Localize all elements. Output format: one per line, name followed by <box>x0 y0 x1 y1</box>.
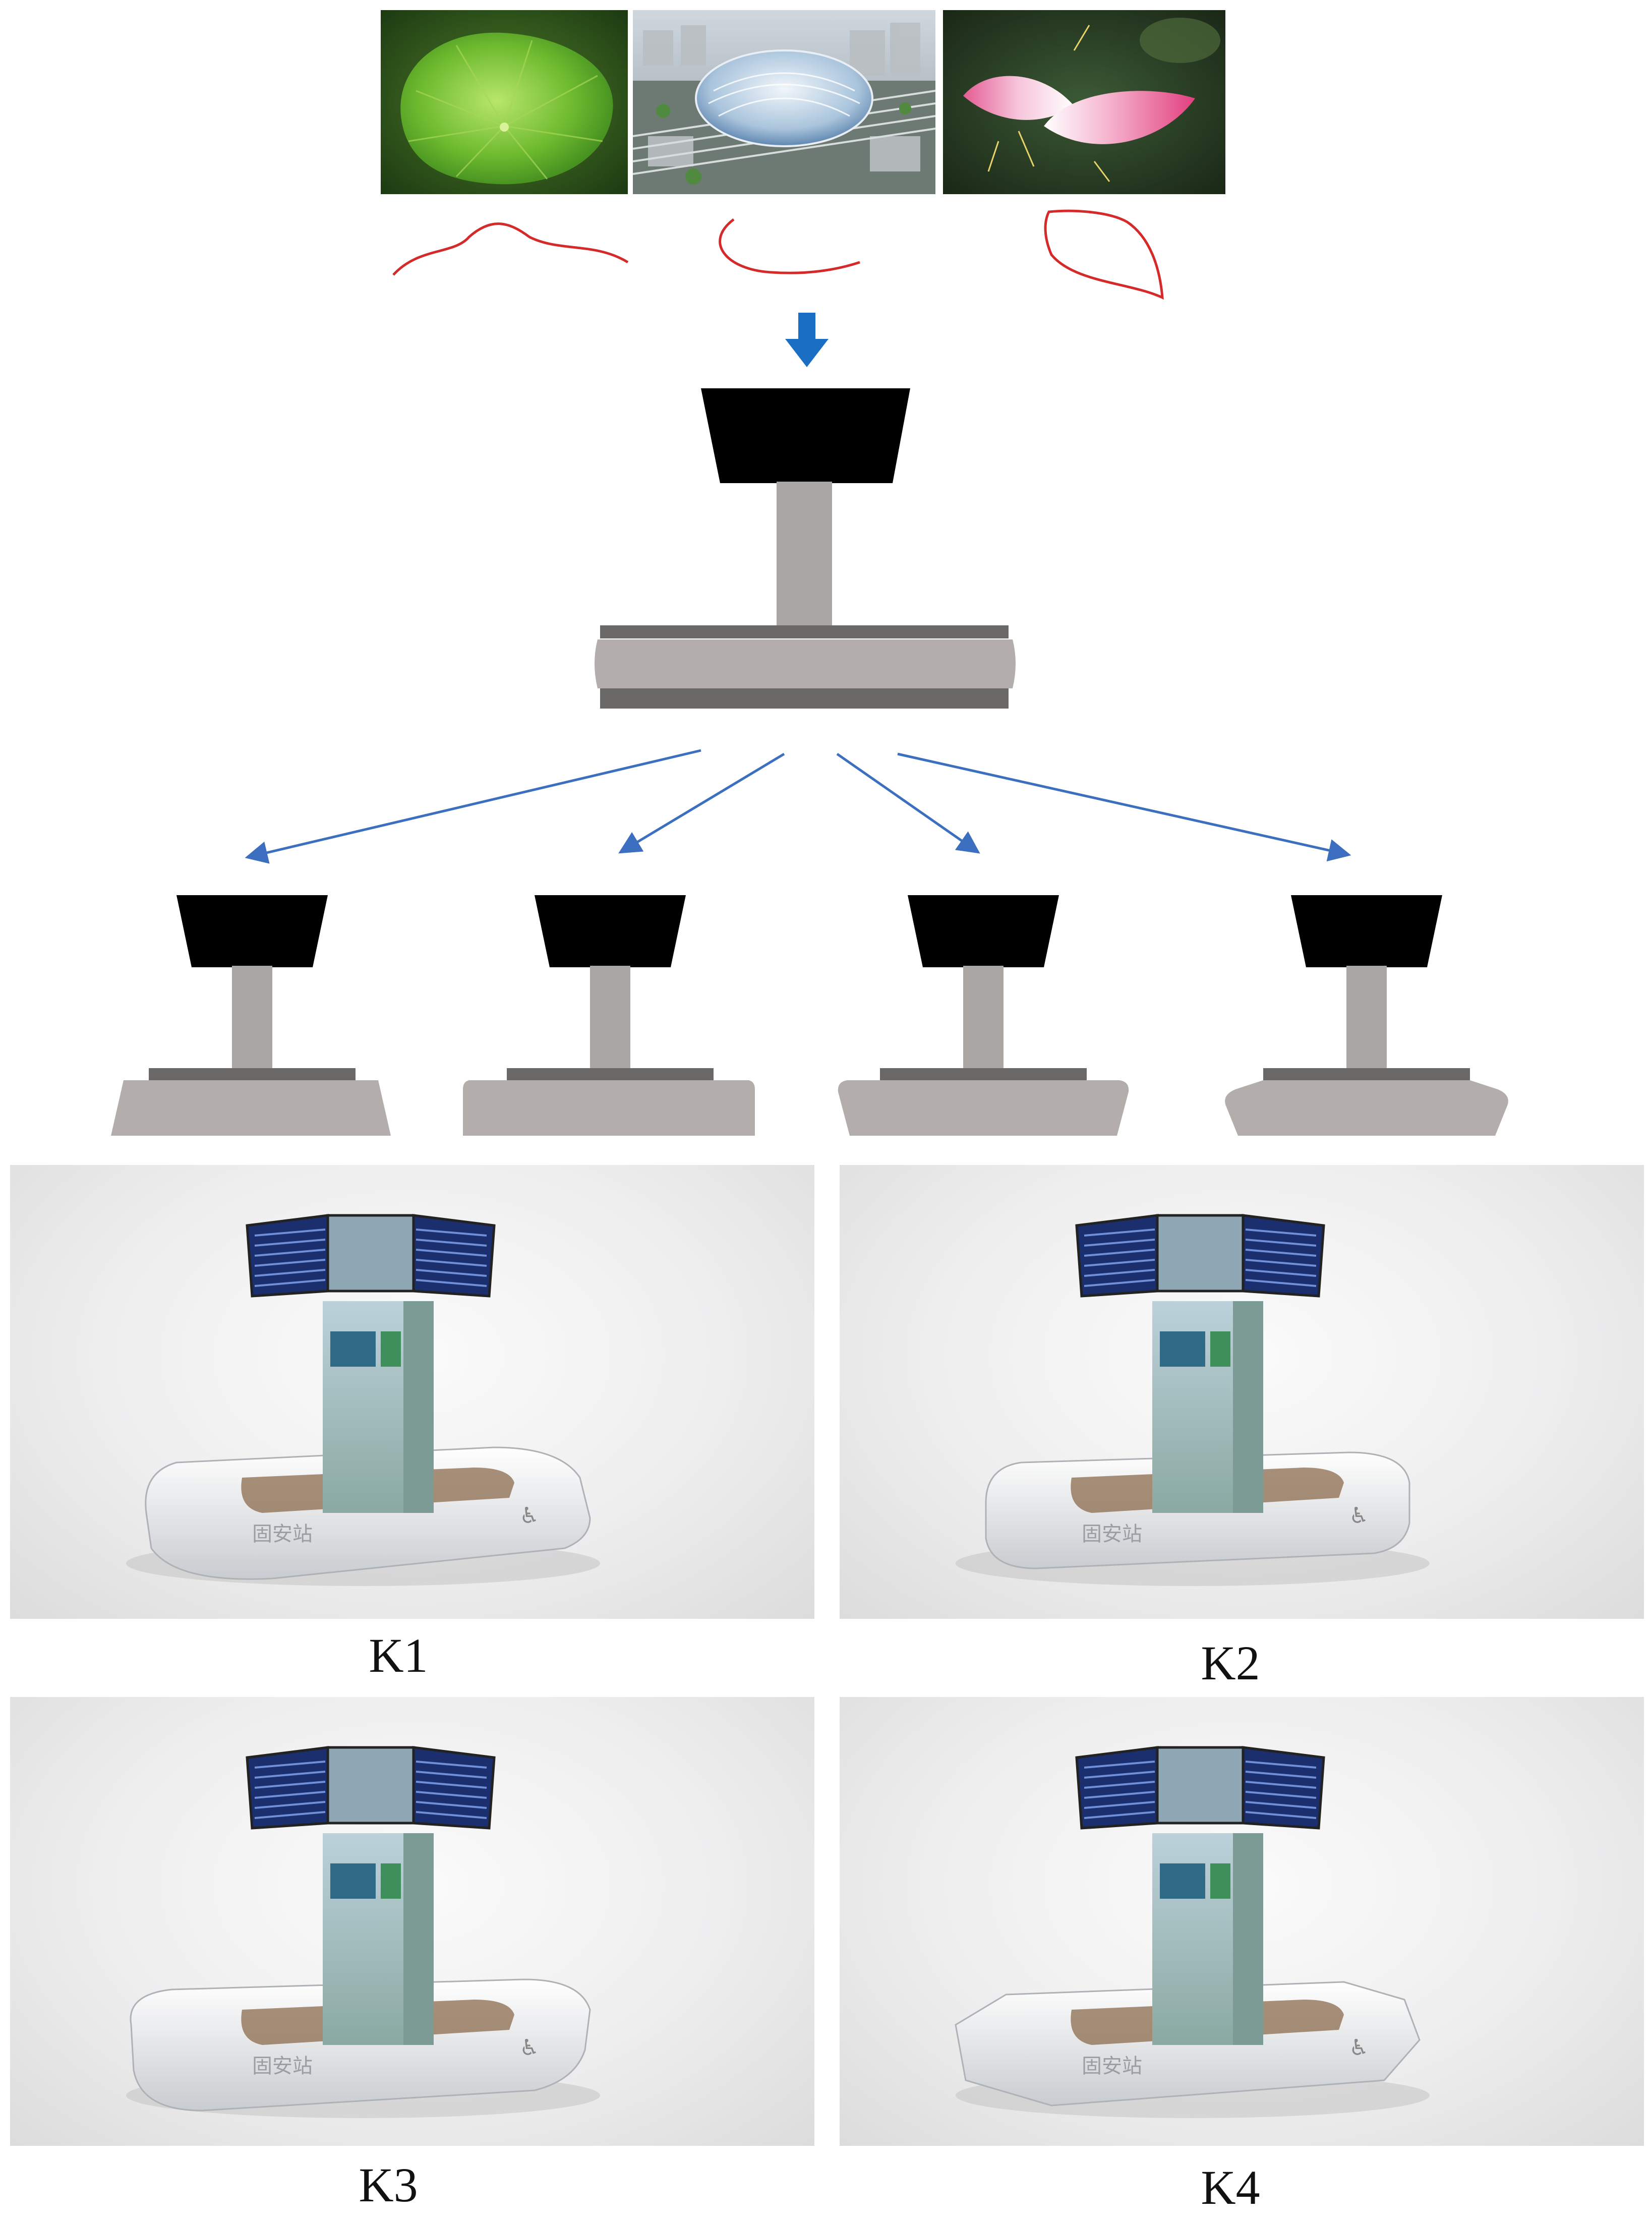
svg-text:固安站: 固安站 <box>1082 2055 1142 2078</box>
sketch-curves <box>392 209 1164 300</box>
kiosk-render-k1: ♿ 固安站 <box>126 1214 600 1586</box>
svg-text:♿: ♿ <box>1349 2035 1369 2061</box>
arrow-to-k4 <box>897 752 1351 862</box>
lotus-leaf-photo <box>381 10 628 194</box>
caption-k1: K1 <box>369 1628 428 1682</box>
kiosk-render-k4: ♿ 固安站 <box>955 1746 1430 2118</box>
petal-outline-sketch <box>1044 209 1164 300</box>
caption-k2: K2 <box>1201 1636 1260 1690</box>
lotus-petal-photo <box>943 10 1225 194</box>
leaf-outline-sketch <box>392 222 629 276</box>
down-arrow-icon <box>785 313 829 367</box>
base-kiosk-model <box>595 388 1016 709</box>
svg-text:固安站: 固安站 <box>252 2055 313 2078</box>
arrow-to-k1 <box>245 749 701 864</box>
station-aerial-photo <box>633 10 935 194</box>
render-panel-k3: ♿ 固安站 <box>10 1697 814 2146</box>
base-column <box>777 482 832 628</box>
kiosk-render-k2: ♿ 固安站 <box>956 1214 1430 1586</box>
caption-k3: K3 <box>359 2158 418 2212</box>
svg-text:固安站: 固安站 <box>1082 1523 1142 1546</box>
caption-k4: K4 <box>1201 2160 1260 2214</box>
variant-schematic-k4 <box>1225 895 1508 1136</box>
variant-schematic-k3 <box>838 895 1129 1136</box>
base-screen <box>701 388 910 483</box>
branch-arrows <box>245 749 1351 864</box>
variant-schematics <box>111 895 1508 1136</box>
render-panel-k1: ♿ 固安站 <box>10 1165 814 1619</box>
svg-text:♿: ♿ <box>1349 1503 1369 1529</box>
dome-outline-sketch <box>719 218 860 274</box>
svg-text:♿: ♿ <box>519 2035 539 2061</box>
kiosk-render-k3: ♿ 固安站 <box>126 1746 600 2118</box>
svg-text:♿: ♿ <box>519 1503 539 1529</box>
arrow-to-k3 <box>836 752 980 854</box>
render-panel-k2: ♿ 固安站 <box>840 1165 1644 1619</box>
base-platform <box>595 639 1016 688</box>
variant-schematic-k2 <box>463 895 755 1136</box>
render-panel-k4: ♿ 固安站 <box>840 1697 1644 2146</box>
arrow-to-k2 <box>618 752 785 854</box>
variant-schematic-k1 <box>111 895 391 1136</box>
svg-text:固安站: 固安站 <box>252 1523 313 1546</box>
